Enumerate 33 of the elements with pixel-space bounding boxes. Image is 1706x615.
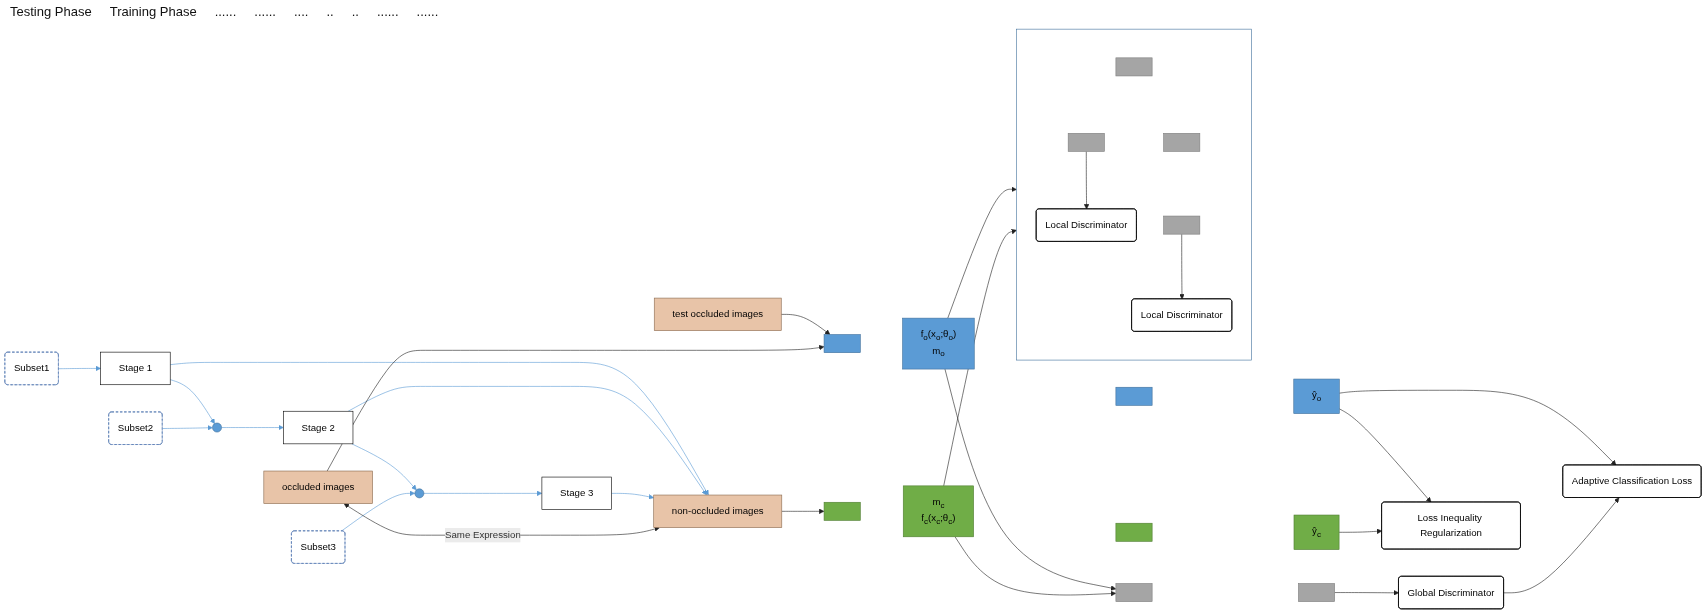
node-bar	[1067, 133, 1105, 152]
note-text: ......	[416, 4, 439, 19]
node-box: Stage 2	[283, 410, 354, 445]
node-bar	[1115, 522, 1153, 542]
node-bar	[823, 334, 861, 353]
edge-label: Same Expression	[445, 529, 521, 541]
cluster	[1016, 28, 1252, 361]
note-text: Training Phase	[109, 4, 197, 19]
node-box: ŷ$_{o}$	[1293, 378, 1340, 414]
note-text: ..	[326, 4, 334, 19]
node-box: Stage 1	[100, 351, 171, 386]
node-bar	[823, 501, 861, 521]
note-text: ..	[351, 4, 359, 19]
note-text: Testing Phase	[10, 4, 92, 19]
node-box: occluded images	[263, 470, 373, 504]
note-text: ......	[214, 4, 237, 19]
note-text: ....	[294, 4, 309, 19]
note-text: ......	[376, 4, 399, 19]
node-bar	[1163, 215, 1201, 235]
note-text: ......	[254, 4, 276, 19]
node-box: non-occluded images	[653, 494, 783, 528]
node-box: Stage 3	[541, 476, 612, 510]
node-circle	[212, 422, 222, 433]
node-box: f$_{o}$(x$_{o}$;θ$_{o}$) m$_{o}$	[902, 317, 975, 370]
node-box: m$_{c}$ f$_{c}$(x$_{c}$;θ$_{c}$)	[902, 485, 974, 538]
node-bar	[1163, 133, 1201, 152]
node-bar	[1115, 583, 1153, 602]
node-bar	[1115, 386, 1153, 406]
node-box: ŷ$_{c}$	[1293, 514, 1340, 550]
node-bar	[1115, 57, 1153, 77]
node-circle	[414, 488, 425, 499]
node-bar	[1298, 583, 1335, 602]
node-box: test occluded images	[653, 297, 782, 331]
